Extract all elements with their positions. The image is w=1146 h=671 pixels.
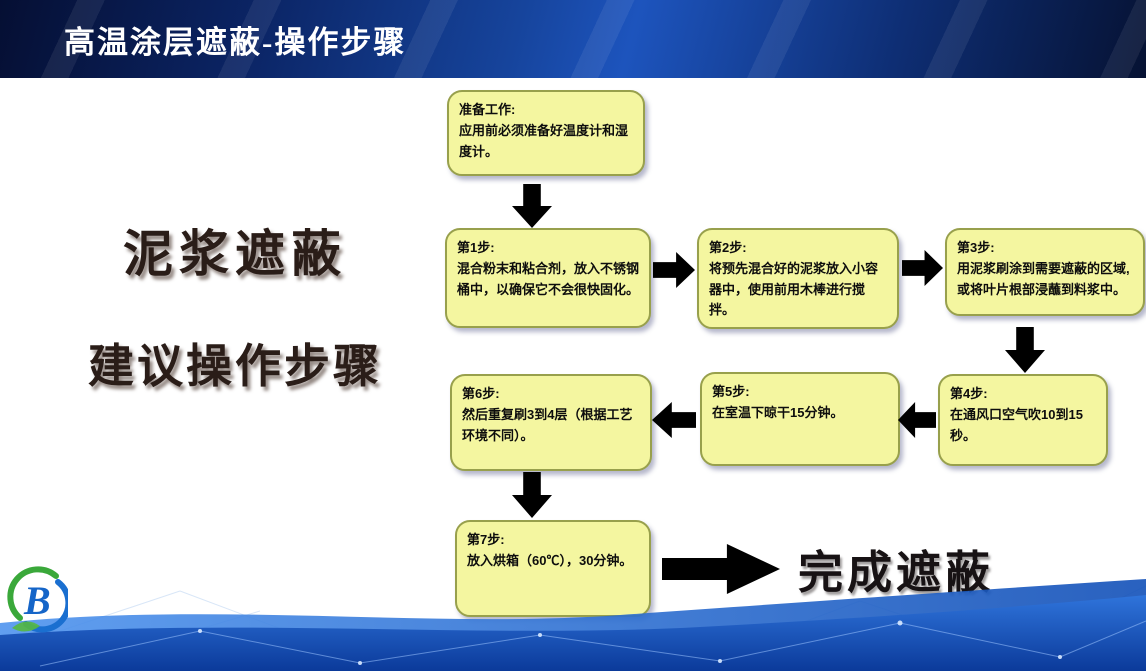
flow-box-prep-title: 准备工作: (459, 102, 516, 117)
flow-box-prep-body: 应用前必须准备好温度计和湿度计。 (459, 122, 629, 159)
flow-box-step4-title: 第4步: (950, 386, 988, 401)
arrow-right-step1-to-step2 (653, 252, 695, 288)
logo-letter: B (23, 578, 51, 623)
flow-box-step1-body: 混合粉末和粘合剂，放入不锈钢桶中，以确保它不会很快固化。 (457, 260, 640, 297)
flow-box-prep: 准备工作: 应用前必须准备好温度计和湿度计。 (447, 90, 645, 176)
flow-box-step6: 第6步: 然后重复刷3到4层（根据工艺环境不同）。 (450, 374, 652, 471)
flow-box-step1: 第1步: 混合粉末和粘合剂，放入不锈钢桶中，以确保它不会很快固化。 (445, 228, 651, 328)
flow-box-step5: 第5步: 在室温下晾干15分钟。 (700, 372, 900, 466)
caption-line-1: 泥浆遮蔽 (123, 226, 347, 282)
flow-box-step3-body: 用泥浆刷涂到需要遮蔽的区域,或将叶片根部浸蘸到料浆中。 (957, 260, 1130, 297)
flow-box-step6-body: 然后重复刷3到4层（根据工艺环境不同）。 (462, 406, 633, 443)
page-title: 高温涂层遮蔽-操作步骤 (64, 25, 407, 60)
arrow-down-prep-to-step1 (512, 184, 552, 228)
done-label: 完成遮蔽 (798, 548, 995, 598)
flow-box-step2-title: 第2步: (709, 240, 747, 255)
arrow-down-step6-to-step7 (512, 472, 552, 518)
flow-box-step1-title: 第1步: (457, 240, 495, 255)
flow-box-step3-title: 第3步: (957, 240, 995, 255)
left-caption: 泥浆遮蔽 建议操作步骤 (48, 214, 422, 396)
flow-box-step7-body: 放入烘箱（60℃），30分钟。 (467, 552, 633, 568)
flow-box-step3: 第3步: 用泥浆刷涂到需要遮蔽的区域,或将叶片根部浸蘸到料浆中。 (945, 228, 1145, 316)
flow-box-step7: 第7步: 放入烘箱（60℃），30分钟。 (455, 520, 651, 617)
company-logo: B (7, 566, 68, 633)
arrow-down-step3-to-step4 (1005, 327, 1045, 373)
flow-box-step4: 第4步: 在通风口空气吹10到15秒。 (938, 374, 1108, 466)
flow-box-step5-title: 第5步: (712, 384, 750, 399)
arrow-left-step5-to-step6 (652, 402, 696, 438)
flow-box-step4-body: 在通风口空气吹10到15秒。 (950, 406, 1083, 443)
arrow-right-step7-to-done (662, 544, 780, 594)
arrow-right-step2-to-step3 (902, 250, 943, 286)
arrow-left-step4-to-step5 (898, 402, 936, 438)
flow-box-step2: 第2步: 将预先混合好的泥浆放入小容器中，使用前用木棒进行搅拌。 (697, 228, 899, 330)
caption-line-2: 建议操作步骤 (88, 341, 382, 392)
flow-box-step7-title: 第7步: (467, 532, 505, 547)
header-bar: 高温涂层遮蔽-操作步骤 (0, 0, 1146, 78)
flow-box-step6-title: 第6步: (462, 386, 500, 401)
flow-box-step2-body: 将预先混合好的泥浆放入小容器中，使用前用木棒进行搅拌。 (709, 260, 879, 318)
flow-box-step5-body: 在室温下晾干15分钟。 (712, 404, 844, 420)
